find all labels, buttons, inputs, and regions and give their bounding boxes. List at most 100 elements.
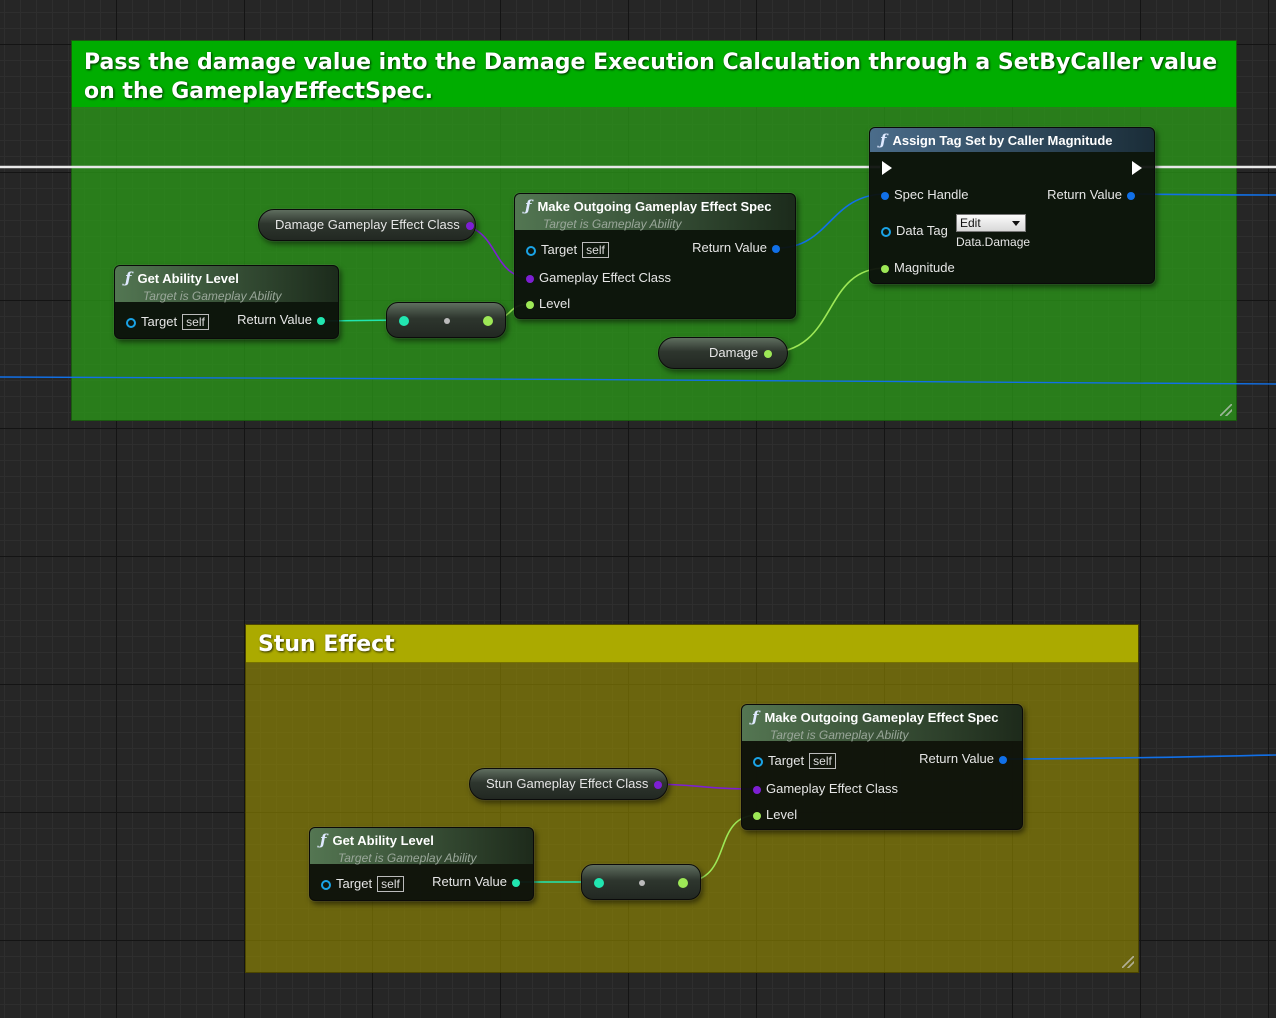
self-default-value[interactable]: self (377, 876, 404, 892)
return-value-pin[interactable] (999, 755, 1007, 764)
conversion-node-int-to-float[interactable] (581, 864, 701, 900)
pin-label: Level (766, 807, 798, 822)
pin-row-effect-class: Gameplay Effect Class (748, 780, 898, 798)
pin-row-effect-class: Gameplay Effect Class (521, 269, 671, 287)
node-title: Get Ability Level (332, 833, 434, 848)
target-pin[interactable] (526, 245, 536, 256)
pin-row-level: Level (748, 806, 797, 824)
pin-label: Level (539, 296, 571, 311)
variable-label: Damage (709, 345, 759, 360)
node-subtitle: Target is Gameplay Ability (543, 217, 682, 231)
pin-row-return-value: Return Value (432, 873, 525, 891)
level-pin[interactable] (526, 300, 534, 309)
conversion-dot-icon (444, 318, 450, 324)
node-header[interactable]: ƒ Make Outgoing Gameplay Effect Spec Targ… (742, 705, 1022, 742)
pin-row-magnitude: Magnitude (876, 259, 955, 277)
pin-label: Data Tag (896, 223, 948, 238)
variable-stun-gameplay-effect-class[interactable]: Stun Gameplay Effect Class (469, 768, 668, 800)
dropdown-label: Edit (960, 216, 981, 230)
target-pin[interactable] (753, 756, 763, 767)
node-subtitle: Target is Gameplay Ability (770, 728, 909, 742)
pin-row-level: Level (521, 295, 570, 313)
spec-handle-pin[interactable] (881, 191, 889, 200)
pin-row-target: Target self (521, 241, 609, 259)
variable-damage[interactable]: Damage (658, 337, 788, 369)
pin-row-return-value: Return Value (919, 750, 1012, 768)
pin-label: Return Value (432, 874, 507, 889)
effect-class-pin[interactable] (753, 785, 761, 794)
pin-row-return-value: Return Value (1047, 186, 1140, 204)
pin-row-return-value: Return Value (237, 311, 330, 329)
conversion-dot-icon (639, 880, 645, 886)
node-get-ability-level-damage[interactable]: ƒ Get Ability Level Target is Gameplay Ab… (114, 265, 339, 339)
pin-row-spec-handle: Spec Handle (876, 186, 968, 204)
pin-label: Gameplay Effect Class (766, 781, 898, 796)
pin-label: Return Value (237, 312, 312, 327)
exec-out-pin-icon[interactable] (1132, 161, 1142, 175)
conversion-node-int-to-float[interactable] (386, 302, 506, 338)
return-value-pin[interactable] (512, 878, 520, 887)
pin-label: Target (541, 242, 578, 257)
node-header[interactable]: ƒ Get Ability Level Target is Gameplay Ab… (310, 828, 533, 865)
function-icon: ƒ (125, 269, 132, 287)
pin-row-target: Target self (316, 875, 404, 893)
pin-label: Return Value (692, 240, 767, 255)
pin-label: Target (141, 314, 178, 329)
pin-label: Return Value (919, 751, 994, 766)
variable-label: Damage Gameplay Effect Class (275, 217, 460, 232)
node-header[interactable]: ƒ Make Outgoing Gameplay Effect Spec Targ… (515, 194, 795, 231)
node-title: Get Ability Level (137, 271, 239, 286)
function-icon: ƒ (752, 708, 759, 726)
target-pin[interactable] (126, 317, 136, 328)
return-value-pin[interactable] (317, 316, 325, 325)
pin-label: Magnitude (894, 260, 955, 275)
variable-output-pin[interactable] (654, 780, 663, 789)
self-default-value[interactable]: self (809, 753, 836, 769)
pin-row-target: Target self (121, 313, 209, 331)
node-header[interactable]: ƒ Assign Tag Set by Caller Magnitude (870, 128, 1154, 152)
variable-label: Stun Gameplay Effect Class (486, 776, 649, 791)
magnitude-pin[interactable] (881, 264, 889, 273)
conversion-output-pin[interactable] (483, 316, 493, 326)
conversion-input-pin[interactable] (594, 878, 604, 888)
node-make-outgoing-spec-stun[interactable]: ƒ Make Outgoing Gameplay Effect Spec Targ… (741, 704, 1023, 830)
node-title: Make Outgoing Gameplay Effect Spec (537, 199, 772, 214)
self-default-value[interactable]: self (182, 314, 209, 330)
conversion-input-pin[interactable] (399, 316, 409, 326)
function-icon: ƒ (525, 197, 532, 215)
variable-output-pin[interactable] (465, 221, 474, 230)
variable-output-pin[interactable] (764, 349, 773, 358)
pin-label: Target (768, 753, 805, 768)
pin-row-target: Target self (748, 752, 836, 770)
pin-label: Return Value (1047, 187, 1122, 202)
resize-handle-icon[interactable] (1220, 404, 1232, 416)
data-tag-edit-dropdown[interactable]: Edit (956, 214, 1026, 232)
comment-title[interactable]: Stun Effect (246, 625, 1138, 663)
variable-damage-gameplay-effect-class[interactable]: Damage Gameplay Effect Class (258, 209, 476, 241)
node-title: Make Outgoing Gameplay Effect Spec (764, 710, 999, 725)
return-value-pin[interactable] (772, 244, 780, 253)
target-pin[interactable] (321, 879, 331, 890)
pin-label: Gameplay Effect Class (539, 270, 671, 285)
function-icon: ƒ (320, 831, 327, 849)
node-make-outgoing-spec-damage[interactable]: ƒ Make Outgoing Gameplay Effect Spec Targ… (514, 193, 796, 319)
node-subtitle: Target is Gameplay Ability (338, 851, 477, 865)
level-pin[interactable] (753, 811, 761, 820)
node-header[interactable]: ƒ Get Ability Level Target is Gameplay Ab… (115, 266, 338, 303)
data-tag-pin[interactable] (881, 226, 891, 237)
effect-class-pin[interactable] (526, 274, 534, 283)
resize-handle-icon[interactable] (1122, 956, 1134, 968)
node-assign-tag-set-by-caller[interactable]: ƒ Assign Tag Set by Caller Magnitude Spec… (869, 127, 1155, 284)
node-title: Assign Tag Set by Caller Magnitude (892, 133, 1113, 148)
node-subtitle: Target is Gameplay Ability (143, 289, 282, 303)
node-get-ability-level-stun[interactable]: ƒ Get Ability Level Target is Gameplay Ab… (309, 827, 534, 901)
self-default-value[interactable]: self (582, 242, 609, 258)
function-icon: ƒ (880, 131, 887, 149)
conversion-output-pin[interactable] (678, 878, 688, 888)
pin-row-data-tag: Data Tag (876, 222, 948, 240)
pin-label: Target (336, 876, 373, 891)
comment-title[interactable]: Pass the damage value into the Damage Ex… (72, 41, 1236, 107)
return-value-pin[interactable] (1127, 191, 1135, 200)
data-tag-value: Data.Damage (956, 235, 1031, 249)
exec-in-pin-icon[interactable] (882, 161, 892, 175)
